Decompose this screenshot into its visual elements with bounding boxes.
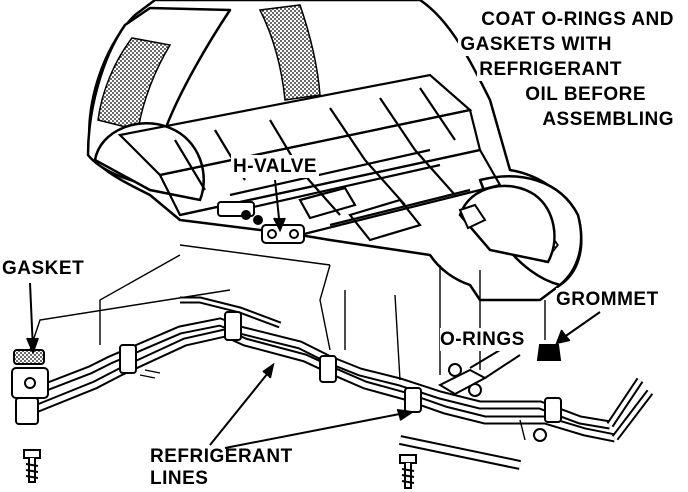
o-ring-cluster <box>437 344 562 442</box>
refrigerant-lines-label-line-2: LINES <box>150 468 209 489</box>
assembly-note: COAT O-RINGS AND GASKETS WITH REFRIGERAN… <box>420 8 674 131</box>
refrigerant-lines <box>23 296 654 470</box>
h-valve-label: H-VALVE <box>231 155 320 178</box>
note-line-1: COAT O-RINGS AND <box>479 8 674 31</box>
h-valve-assembly <box>217 201 487 244</box>
refrigerant-lines-label-line-1: REFRIGERANT <box>150 446 293 467</box>
note-line-4: OIL BEFORE <box>523 83 646 106</box>
callout-arrows <box>26 179 601 449</box>
gasket-fitting <box>11 349 49 425</box>
bolts <box>23 449 417 489</box>
gasket-label: GASKET <box>2 257 85 280</box>
note-line-2: GASKETS WITH <box>458 33 612 56</box>
frame-rails <box>117 73 502 242</box>
note-line-5: ASSEMBLING <box>540 108 674 131</box>
refrigerant-lines-label: REFRIGERANT LINES <box>150 446 293 490</box>
note-line-3: REFRIGERANT <box>477 58 622 81</box>
line-clamps <box>119 311 562 423</box>
o-rings-label: O-RINGS <box>440 328 525 351</box>
grommet-label: GROMMET <box>556 288 659 311</box>
